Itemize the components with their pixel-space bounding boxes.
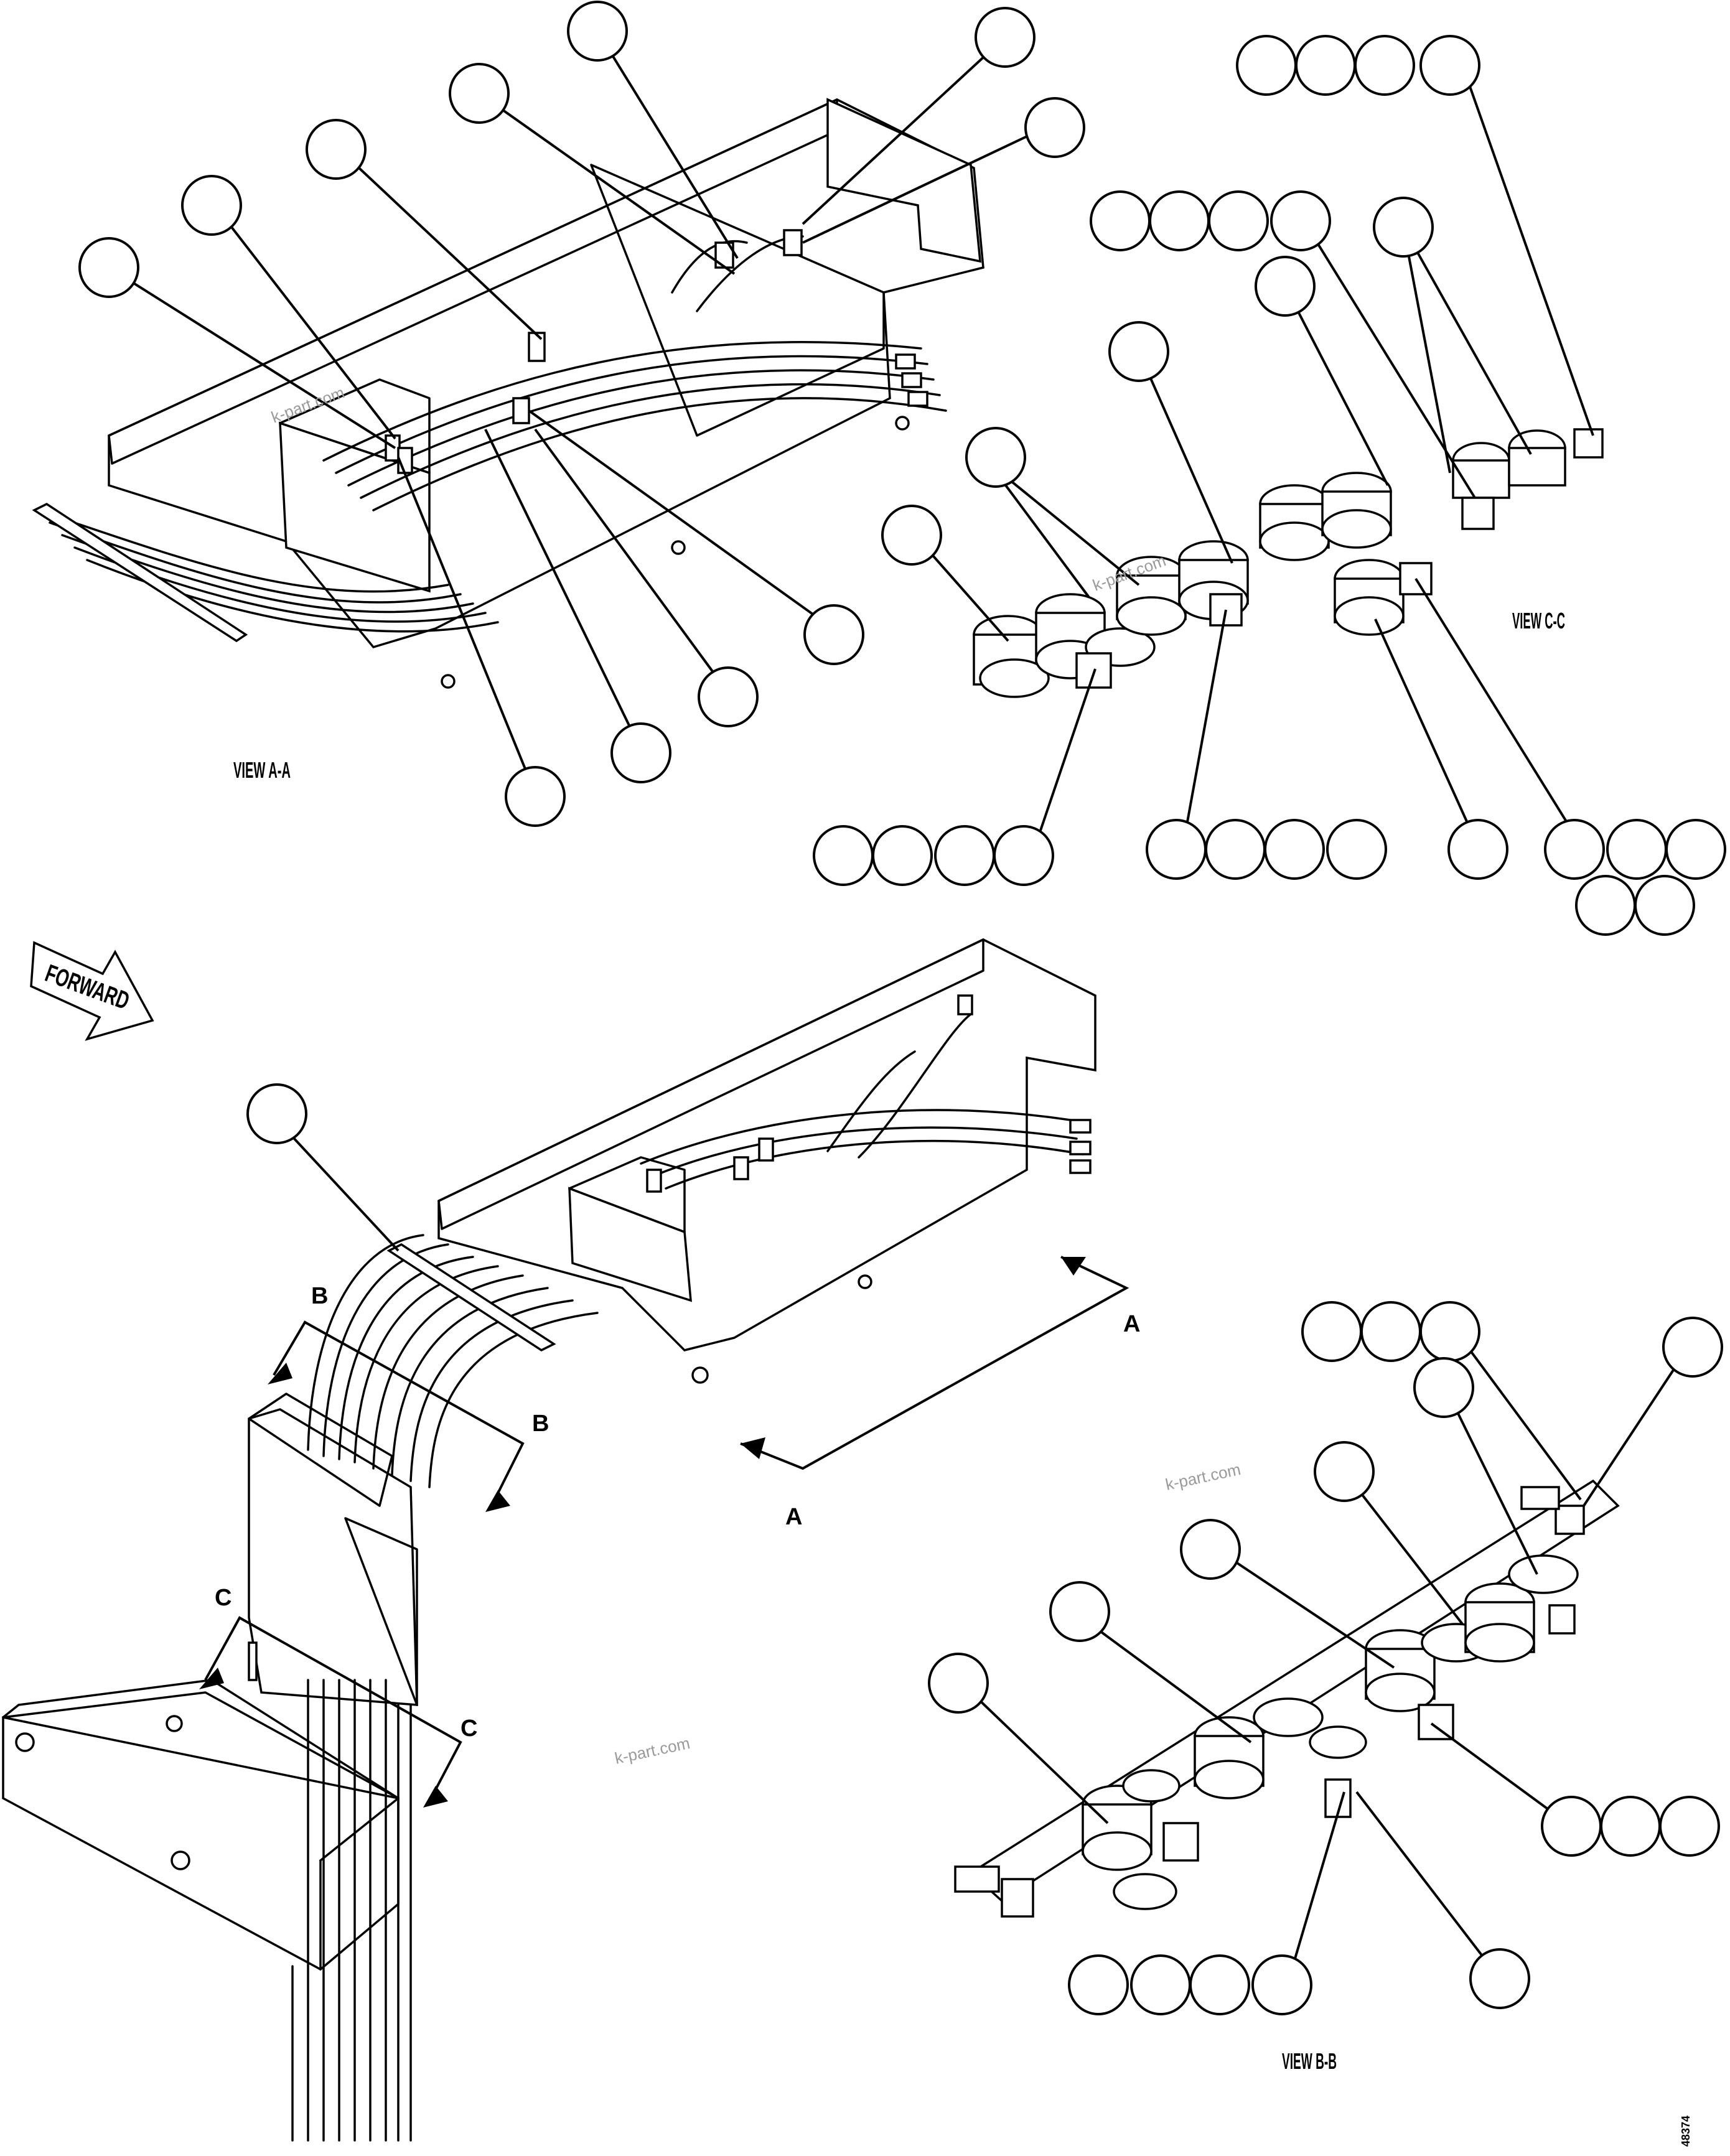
main-assembly — [2, 938, 1096, 2142]
callout-balloon — [1575, 875, 1636, 936]
callout-balloon — [1236, 35, 1297, 96]
callout-balloon — [1419, 1301, 1480, 1362]
callout-balloon — [1149, 190, 1210, 251]
callout-balloon — [1090, 190, 1151, 251]
view-a-callouts — [78, 1, 1085, 827]
callout-balloon — [813, 825, 874, 886]
callout-balloon — [306, 119, 367, 180]
drawing-number: 48374 — [1680, 2116, 1692, 2147]
callout-balloon — [965, 427, 1026, 488]
callout-balloon — [181, 175, 242, 236]
callout-balloon — [1419, 35, 1480, 96]
callout-balloon — [1360, 1301, 1421, 1362]
callout-balloon — [1541, 1796, 1602, 1857]
callout-balloon — [1146, 819, 1207, 880]
callout-balloon — [1068, 1954, 1129, 2015]
callout-balloon — [610, 722, 671, 783]
callout-balloon — [1659, 1796, 1720, 1857]
callout-balloon — [1469, 1948, 1530, 2009]
callout-balloon — [567, 1, 628, 62]
callout-balloon — [975, 7, 1036, 68]
callout-balloon — [1314, 1441, 1375, 1502]
callout-balloon — [881, 505, 942, 566]
callout-balloon — [1606, 819, 1667, 880]
view-a-assembly — [32, 98, 984, 689]
callout-balloon — [1189, 1954, 1250, 2015]
view-c-clamps — [973, 428, 1604, 698]
callout-balloon — [1264, 819, 1325, 880]
view-b-callouts — [928, 1301, 1723, 2015]
callout-balloon — [1373, 197, 1434, 258]
watermark: k-part.com — [1164, 1460, 1242, 1494]
callout-balloon — [505, 766, 566, 827]
section-c-label-top: C — [215, 1585, 231, 1611]
callout-balloon — [698, 666, 759, 727]
section-c-label-bottom: C — [461, 1715, 477, 1742]
callout-balloon — [1180, 1519, 1241, 1580]
callout-balloon — [1600, 1796, 1661, 1857]
view-a-label: VIEW A-A — [233, 757, 291, 783]
section-b-label-top: B — [311, 1283, 328, 1309]
callout-balloon — [1544, 819, 1605, 880]
callout-balloon — [1251, 1954, 1312, 2015]
callout-balloon — [78, 237, 139, 298]
callout-balloon — [1130, 1954, 1191, 2015]
view-b-label: VIEW B-B — [1282, 2048, 1337, 2074]
callout-balloon — [872, 825, 933, 886]
callout-balloon — [1255, 256, 1316, 317]
section-markers: A A B B C C — [199, 1256, 1140, 1808]
callout-balloon — [934, 825, 995, 886]
view-c-label: VIEW C-C — [1512, 608, 1565, 633]
callout-balloon — [1662, 1317, 1723, 1378]
callout-balloon — [1024, 97, 1085, 158]
view-c-callouts — [813, 35, 1726, 936]
watermark: k-part.com — [613, 1734, 691, 1768]
callout-balloon — [1301, 1301, 1362, 1362]
callout-balloon — [1208, 190, 1269, 251]
section-a-label-bottom: A — [785, 1504, 802, 1530]
view-b-clamps — [954, 1479, 1620, 1918]
callout-balloon — [1634, 875, 1695, 936]
callout-balloon — [449, 63, 510, 124]
callout-balloon — [993, 825, 1054, 886]
callout-balloon — [1295, 35, 1356, 96]
callout-balloon — [1665, 819, 1726, 880]
forward-arrow: FORWARD — [30, 941, 154, 1041]
callout-balloon — [928, 1653, 989, 1714]
callout-balloon — [1270, 190, 1331, 251]
section-a-label-top: A — [1123, 1311, 1140, 1337]
callout-balloon — [1205, 819, 1266, 880]
callout-balloon — [1413, 1357, 1474, 1418]
callout-balloon — [1326, 819, 1387, 880]
callout-balloon — [1108, 321, 1169, 382]
callout-balloon — [803, 604, 864, 665]
section-b-label-bottom: B — [532, 1411, 549, 1437]
main-callouts — [246, 1083, 400, 1252]
callout-balloon — [246, 1083, 307, 1144]
callout-balloon — [1447, 819, 1508, 880]
callout-balloon — [1354, 35, 1415, 96]
callout-balloon — [1049, 1581, 1110, 1642]
